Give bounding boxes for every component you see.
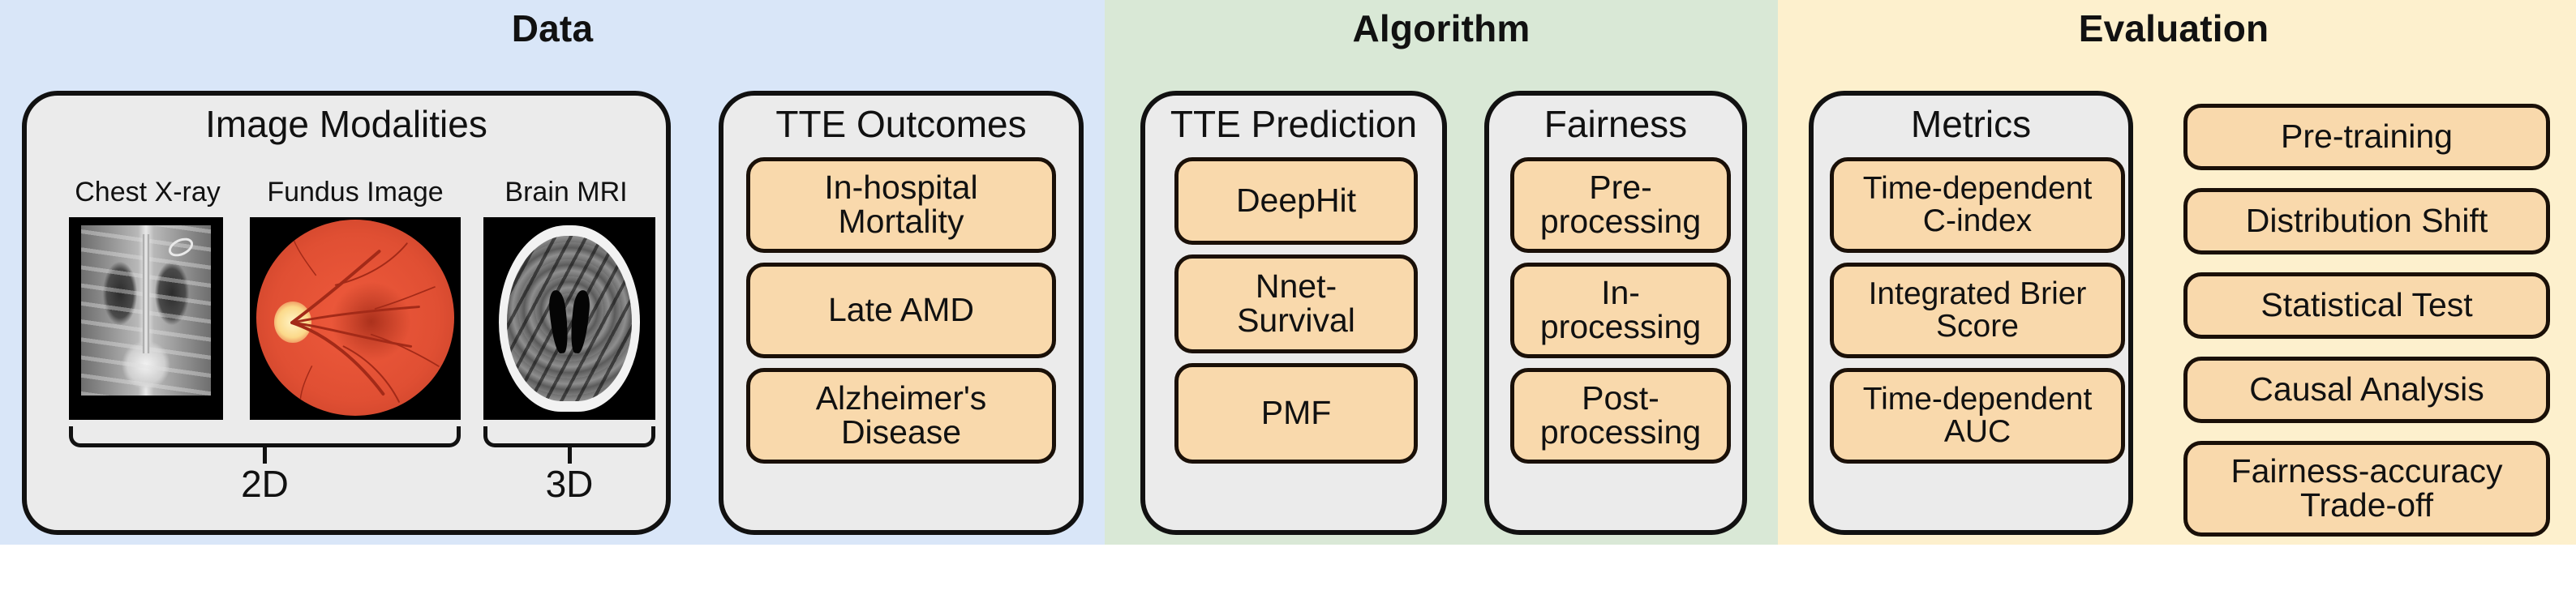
tte-prediction-item[interactable]: PMF — [1174, 363, 1418, 464]
fairness-line: processing — [1539, 413, 1702, 451]
evaluation-aspect-line: Statistical Test — [2260, 286, 2473, 324]
tte-outcome-line: In-hospital — [824, 169, 978, 207]
mri-skull — [499, 225, 640, 412]
fundus-retina-disc — [255, 219, 455, 416]
evaluation-aspect-line: Pre-training — [2281, 118, 2453, 156]
evaluation-aspect-line: Trade-off — [2299, 486, 2434, 524]
metrics-line: AUC — [1943, 414, 2011, 449]
evaluation-aspect-line: Fairness-accuracy — [2230, 452, 2503, 490]
evaluation-aspect-item[interactable]: Distribution Shift — [2183, 188, 2550, 254]
metrics-title: Metrics — [1910, 103, 2032, 145]
tte-prediction-item[interactable]: Nnet- Survival — [1174, 254, 1418, 353]
fundus-image — [250, 217, 461, 420]
evaluation-panel-edge — [2570, 0, 2576, 545]
chest-xray-thorax — [81, 225, 211, 396]
fairness-line: In- — [1601, 274, 1640, 312]
chest-xray-spine — [142, 233, 149, 353]
fairness-item[interactable]: Pre- processing — [1510, 157, 1731, 253]
mri-brain-tissue — [506, 235, 633, 402]
tte-outcomes-title: TTE Outcomes — [775, 103, 1027, 145]
tte-outcomes-group: TTE Outcomes In-hospital Mortality Late … — [719, 91, 1084, 535]
evaluation-aspect-item[interactable]: Statistical Test — [2183, 272, 2550, 339]
tte-prediction-title: TTE Prediction — [1170, 103, 1418, 145]
modality-caption-brain-mri: Brain MRI — [504, 177, 628, 207]
tte-outcome-line: Alzheimer's — [815, 379, 987, 417]
tte-prediction-line: Nnet- — [1255, 267, 1337, 306]
fairness-line: Post- — [1582, 379, 1659, 417]
fairness-line: Pre- — [1589, 169, 1652, 207]
tte-outcome-line: Disease — [840, 413, 962, 451]
evaluation-aspect-item[interactable]: Pre-training — [2183, 104, 2550, 170]
fairness-line: processing — [1539, 308, 1702, 345]
modality-caption-fundus: Fundus Image — [267, 177, 444, 207]
tte-outcome-line: Late AMD — [827, 291, 975, 329]
tte-prediction-line: PMF — [1260, 394, 1332, 432]
evaluation-aspect-item[interactable]: Causal Analysis — [2183, 357, 2550, 423]
tte-prediction-item[interactable]: DeepHit — [1174, 157, 1418, 245]
evaluation-section-title: Evaluation — [2078, 7, 2269, 49]
tte-outcome-item[interactable]: Alzheimer's Disease — [746, 368, 1056, 464]
metrics-item[interactable]: Time-dependent C-index — [1830, 157, 2125, 253]
bracket-3d — [483, 426, 655, 464]
metrics-group: Metrics Time-dependent C-index Integrate… — [1809, 91, 2133, 535]
tte-outcome-item[interactable]: In-hospital Mortality — [746, 157, 1056, 253]
modality-caption-chest-xray: Chest X-ray — [75, 177, 221, 207]
tte-outcome-item[interactable]: Late AMD — [746, 263, 1056, 358]
data-section-title: Data — [511, 7, 594, 49]
fairness-title: Fairness — [1543, 103, 1688, 145]
metrics-line: Time-dependent — [1862, 171, 2093, 207]
brain-mri-image — [483, 217, 655, 420]
tte-prediction-group: TTE Prediction DeepHit Nnet- Survival PM… — [1140, 91, 1447, 535]
fairness-item[interactable]: Post- processing — [1510, 368, 1731, 464]
algorithm-section-title: Algorithm — [1352, 7, 1531, 49]
metrics-item[interactable]: Time-dependent AUC — [1830, 368, 2125, 464]
fairness-item[interactable]: In- processing — [1510, 263, 1731, 358]
dimension-label-2d: 2D — [241, 463, 289, 505]
tte-prediction-line: DeepHit — [1235, 182, 1357, 220]
fundus-vessels — [290, 234, 440, 406]
evaluation-aspect-line: Causal Analysis — [2249, 370, 2484, 408]
tte-outcome-line: Mortality — [838, 203, 964, 240]
metrics-line: Integrated Brier — [1868, 276, 2087, 312]
evaluation-aspect-line: Distribution Shift — [2245, 202, 2488, 240]
metrics-line: Time-dependent — [1862, 382, 2093, 417]
fairness-line: processing — [1539, 203, 1702, 240]
dimension-label-3d: 3D — [545, 463, 594, 505]
metrics-item[interactable]: Integrated Brier Score — [1830, 263, 2125, 358]
bracket-2d — [69, 426, 461, 464]
evaluation-aspect-item[interactable]: Fairness-accuracy Trade-off — [2183, 441, 2550, 537]
image-modalities-title: Image Modalities — [205, 103, 487, 145]
metrics-line: C-index — [1922, 203, 2033, 238]
image-modalities-group: Image Modalities Chest X-ray Fundus Imag… — [22, 91, 671, 535]
tte-prediction-line: Survival — [1237, 302, 1355, 339]
metrics-line: Score — [1936, 309, 2019, 344]
fairness-group: Fairness Pre- processing In- processing … — [1484, 91, 1747, 535]
mri-sulci — [506, 235, 633, 402]
chest-xray-image — [69, 217, 223, 420]
